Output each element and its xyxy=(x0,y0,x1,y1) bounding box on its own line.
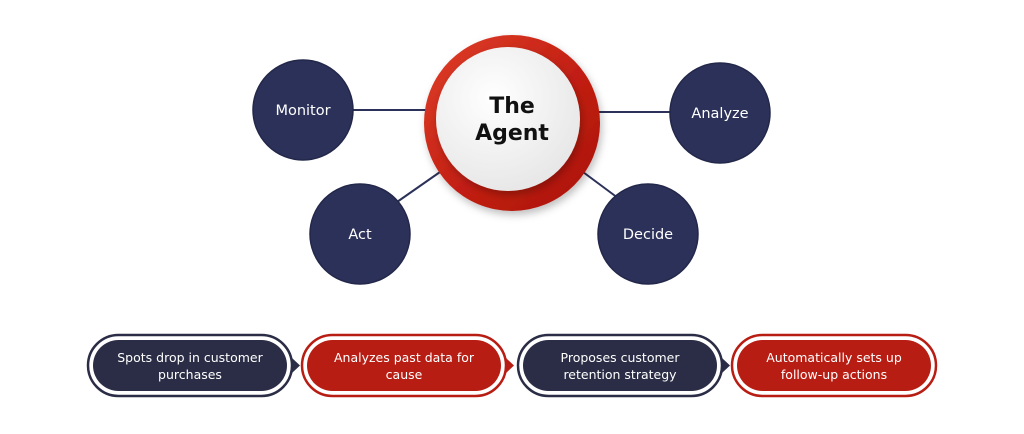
node-monitor-label: Monitor xyxy=(275,103,330,119)
step-4-line2: follow-up actions xyxy=(781,367,887,382)
center-face xyxy=(436,47,580,191)
step-4: Automatically sets up follow-up actions xyxy=(730,333,938,398)
connector-act xyxy=(396,171,441,203)
step-2-line1: Analyzes past data for xyxy=(334,350,475,365)
step-3-arrow-icon xyxy=(722,358,730,373)
step-3: Proposes customer retention strategy xyxy=(516,333,730,398)
step-2-line2: cause xyxy=(386,367,423,382)
step-1-line1: Spots drop in customer xyxy=(117,350,263,365)
step-2-arrow-icon xyxy=(506,358,514,373)
node-act: Act xyxy=(309,183,411,285)
step-3-line1: Proposes customer xyxy=(561,350,681,365)
node-analyze: Analyze xyxy=(669,62,771,164)
node-analyze-label: Analyze xyxy=(691,106,748,122)
center-title-line2: Agent xyxy=(475,121,549,146)
step-3-line2: retention strategy xyxy=(563,367,677,382)
node-decide-label: Decide xyxy=(623,227,673,243)
node-decide: Decide xyxy=(597,183,699,285)
step-2: Analyzes past data for cause xyxy=(300,333,514,398)
node-act-label: Act xyxy=(348,227,372,243)
center-node: The Agent xyxy=(424,35,600,211)
step-1: Spots drop in customer purchases xyxy=(86,333,300,398)
step-4-line1: Automatically sets up xyxy=(766,350,902,365)
step-1-arrow-icon xyxy=(292,358,300,373)
step-1-line2: purchases xyxy=(158,367,222,382)
process-steps: Spots drop in customer purchases Analyze… xyxy=(86,333,938,398)
center-title-line1: The xyxy=(489,94,535,119)
node-monitor: Monitor xyxy=(252,59,354,161)
